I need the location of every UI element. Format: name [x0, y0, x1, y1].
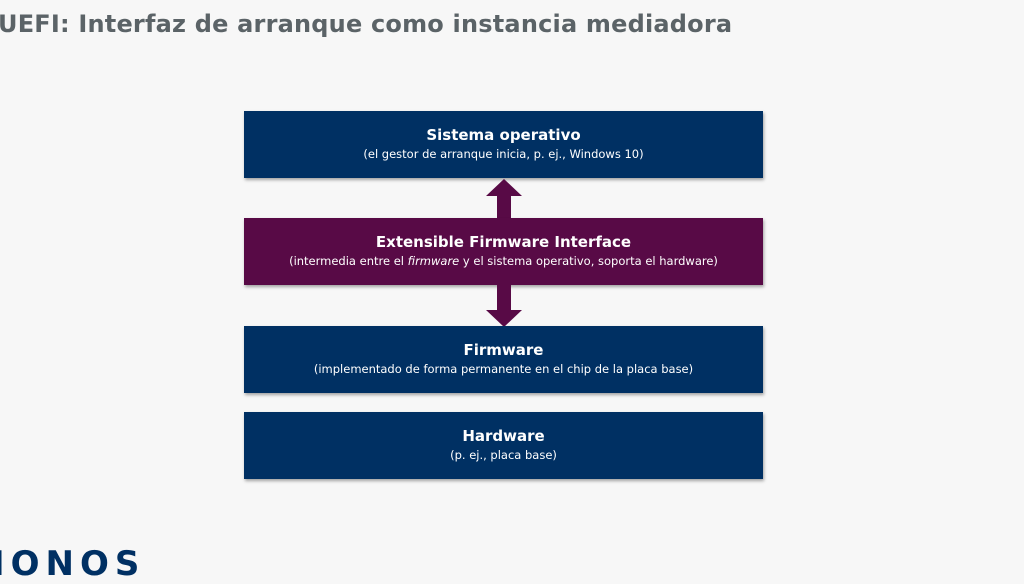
os-layer-subtitle: (el gestor de arranque inicia, p. ej., W… [363, 147, 644, 161]
efi-layer-subtitle: (intermedia entre el firmware y el siste… [244, 253, 763, 270]
os-layer-box: Sistema operativo (el gestor de arranque… [244, 111, 763, 178]
os-layer-title: Sistema operativo [426, 126, 581, 144]
hardware-layer-box: Hardware (p. ej., placa base) [244, 412, 763, 479]
hardware-layer-subtitle: (p. ej., placa base) [450, 448, 557, 462]
efi-subtitle-end: y el sistema operativo, soporta el hardw… [459, 254, 718, 268]
arrow-down-icon [486, 285, 522, 327]
firmware-layer-box: Firmware (implementado de forma permanen… [244, 326, 763, 393]
hardware-layer-title: Hardware [462, 427, 545, 445]
efi-layer-box: Extensible Firmware Interface (intermedi… [244, 218, 763, 285]
efi-layer-title: Extensible Firmware Interface [375, 233, 632, 251]
firmware-layer-title: Firmware [463, 341, 544, 359]
firmware-layer-subtitle: (implementado de forma permanente en el … [313, 362, 694, 376]
ionos-logo: IONOS [0, 544, 146, 584]
arrow-up-icon [486, 179, 522, 221]
efi-subtitle-start: (intermedia entre el [289, 254, 408, 268]
efi-subtitle-emphasis: firmware [407, 254, 460, 268]
page-title: UEFI: Interfaz de arranque como instanci… [0, 10, 733, 38]
